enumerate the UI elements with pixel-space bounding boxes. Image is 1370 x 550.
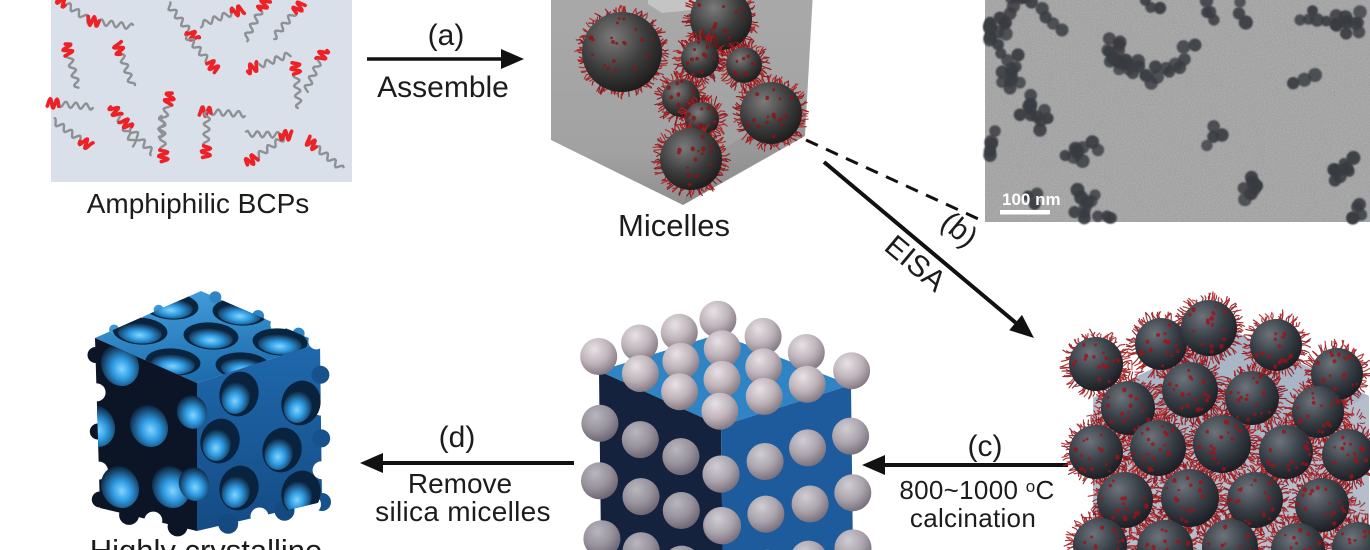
svg-text:Amphiphilic BCPs: Amphiphilic BCPs <box>87 188 310 219</box>
svg-text:silica micelles: silica micelles <box>375 496 551 527</box>
svg-text:(c): (c) <box>968 430 1003 463</box>
svg-text:(d): (d) <box>439 421 476 454</box>
svg-text:Highly crystalline: Highly crystalline <box>90 533 323 550</box>
svg-text:100 nm: 100 nm <box>1002 190 1061 209</box>
svg-text:Remove: Remove <box>408 468 512 499</box>
svg-text:Assemble: Assemble <box>377 71 509 104</box>
svg-text:calcination: calcination <box>910 503 1036 533</box>
svg-text:Micelles: Micelles <box>618 208 730 243</box>
svg-text:(a): (a) <box>428 19 465 52</box>
